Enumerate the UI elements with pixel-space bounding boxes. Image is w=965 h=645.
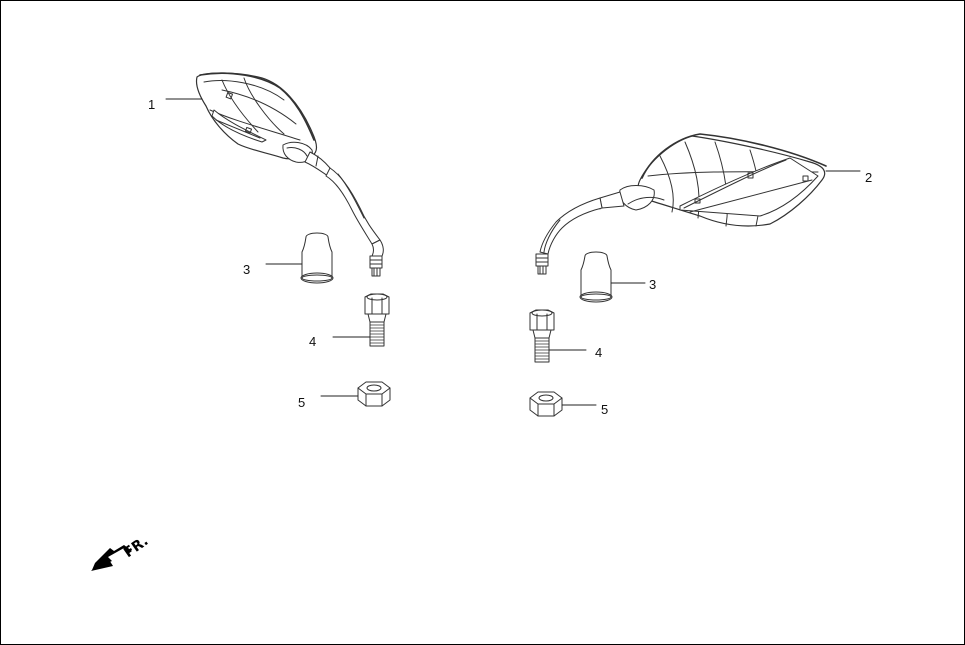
boot-cover-left xyxy=(300,232,334,284)
adapter-bolt-right xyxy=(529,309,555,363)
callout-5-left: 5 xyxy=(298,395,306,410)
callout-4-left: 4 xyxy=(309,334,317,349)
left-mirror xyxy=(195,72,384,277)
callout-4-right: 4 xyxy=(595,345,603,360)
right-mirror xyxy=(535,133,827,275)
callout-5-right: 5 xyxy=(601,402,609,417)
callout-3-right: 3 xyxy=(649,277,657,292)
hex-nut-right xyxy=(529,391,563,417)
callout-1: 1 xyxy=(148,97,156,112)
callout-2: 2 xyxy=(865,170,873,185)
front-direction-arrow-icon xyxy=(91,545,132,571)
boot-cover-right xyxy=(579,251,613,303)
callout-3-left: 3 xyxy=(243,262,251,277)
adapter-bolt-left xyxy=(364,293,390,347)
hex-nut-left xyxy=(357,381,391,407)
leader-lines xyxy=(165,98,861,406)
